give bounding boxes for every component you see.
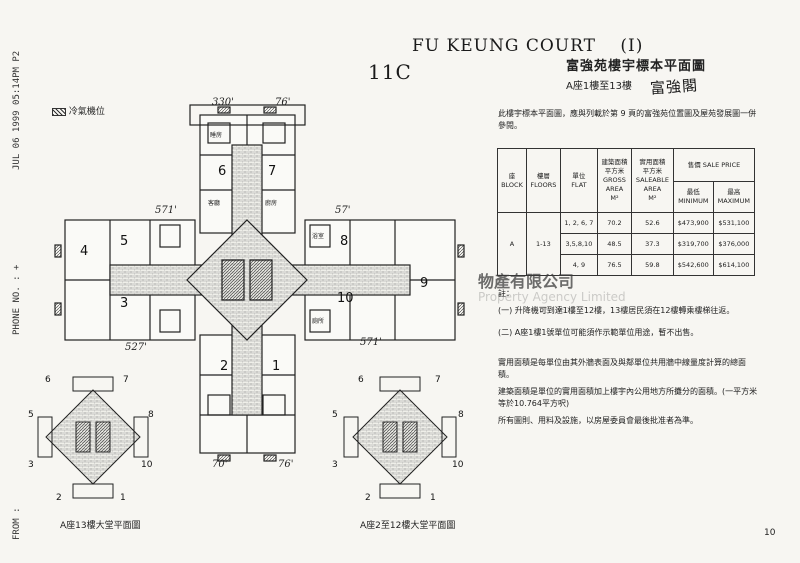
cell-block: A xyxy=(497,212,527,276)
th-block: 座 BLOCK xyxy=(497,148,527,213)
lobby-plan-13f: 6 7 5 8 3 10 2 1 xyxy=(28,375,154,503)
th-min: 最低 MINIMUM xyxy=(672,181,714,213)
note-3: 實用面積是每單位由其外牆表面及與鄰單位共用牆中線量度計算的總面積。 xyxy=(498,358,746,379)
dim-label: 70' xyxy=(212,459,227,470)
flat-number: 6 xyxy=(45,375,51,385)
legend-aircon-label: 冷氣機位 xyxy=(68,107,105,117)
flat-number: 7 xyxy=(123,375,129,385)
flat-number: 3 xyxy=(332,460,338,470)
room-label: 廁所 xyxy=(312,317,324,325)
cell-flat: 1, 2, 6, 7 xyxy=(559,212,599,234)
flat-number: 2 xyxy=(56,493,62,503)
flat-number: 1 xyxy=(430,493,436,503)
flat-number: 5 xyxy=(120,234,128,249)
th-max: 最高 MAXIMUM xyxy=(712,181,756,213)
flat-number: 5 xyxy=(28,410,34,420)
cell-gross: 70.2 xyxy=(597,212,632,234)
caption-13f-lobby: A座13樓大堂平面圖 xyxy=(60,521,141,531)
cell-min: $542,600 xyxy=(672,254,714,276)
dim-label: 571' xyxy=(155,205,177,216)
cell-max: $531,100 xyxy=(712,212,756,234)
fax-from: FROM : xyxy=(12,507,22,540)
watermark-en: Property Agency Limited xyxy=(478,290,626,304)
flat-number: 6 xyxy=(358,375,364,385)
flat-number: 1 xyxy=(272,359,280,374)
watermark-cn: 物產有限公司 xyxy=(478,272,575,291)
note-1: (一) 升降機可到達1樓至12樓，13樓居民須在12樓轉乘樓梯往返。 xyxy=(498,306,735,315)
flat-number: 7 xyxy=(268,164,276,179)
dim-label: 76' xyxy=(275,97,290,108)
table-row: 3,5,8,10 48.5 37.3 $319,700 $376,000 xyxy=(498,233,756,255)
flat-number: 7 xyxy=(435,375,441,385)
estate-name-en: FU KEUNG COURT xyxy=(412,36,596,56)
flat-number: 8 xyxy=(340,234,348,249)
cell-floors: 1-13 xyxy=(525,212,561,276)
cell-min: $473,900 xyxy=(672,212,714,234)
flat-number: 10 xyxy=(141,460,153,470)
cell-max: $376,000 xyxy=(712,233,756,255)
dim-label: 571' xyxy=(360,337,382,348)
estate-numeral: (I) xyxy=(620,36,644,56)
flat-number: 10 xyxy=(452,460,464,470)
cell-gross: 48.5 xyxy=(597,233,632,255)
cell-min: $319,700 xyxy=(672,233,714,255)
watermark-phone: 2555511 xyxy=(540,306,576,315)
flat-number: 8 xyxy=(148,410,154,420)
notes-label: 註： xyxy=(498,289,514,298)
flat-number: 5 xyxy=(332,410,338,420)
room-label: 浴室 xyxy=(312,232,324,240)
dim-label: 76' xyxy=(278,459,293,470)
caption-2-12f-lobby: A座2至12樓大堂平面圖 xyxy=(360,521,456,531)
flat-number: 1 xyxy=(120,493,126,503)
cell-flat: 3,5,8,10 xyxy=(559,233,599,255)
flat-number: 3 xyxy=(28,460,34,470)
note-5: 所有圖則、用料及設施，以房屋委員會最後批准者為準。 xyxy=(498,416,698,425)
cell-gross: 76.5 xyxy=(597,254,632,276)
page-number: 10 xyxy=(764,528,776,538)
flat-number: 4 xyxy=(80,244,88,259)
intro-text: 此樓宇標本平面圖，應與列載於第 9 頁的富強苑位置圖及屋苑發展圖一併參閱。 xyxy=(498,109,757,130)
table-row: 4, 9 76.5 59.8 $542,600 $614,100 xyxy=(498,254,756,276)
th-flat: 單位 FLAT xyxy=(559,148,599,213)
cell-saleable: 52.6 xyxy=(630,212,674,234)
cell-saleable: 59.8 xyxy=(630,254,674,276)
legend-aircon: 冷氣機位 xyxy=(52,104,105,117)
th-price: 售價 SALE PRICE xyxy=(672,148,756,182)
room-label: 廚房 xyxy=(265,199,277,207)
price-table: 座 BLOCK 樓層 FLOORS 單位 FLAT 建築面積 平方米 GROSS… xyxy=(497,148,756,276)
dim-label: 527' xyxy=(125,342,147,353)
room-label: 客廳 xyxy=(208,199,220,207)
cell-max: $614,100 xyxy=(712,254,756,276)
note-2: (二) A座1樓1號單位可能須作示範單位用途，暫不出售。 xyxy=(498,328,699,337)
flat-number: 6 xyxy=(218,164,226,179)
page-title: 富強苑樓宇標本平面圖 xyxy=(566,59,707,74)
fax-phone: PHONE NO. : + xyxy=(12,264,22,335)
th-floors: 樓層 FLOORS xyxy=(525,148,561,213)
page-subtitle: A座1樓至13樓 xyxy=(566,81,632,92)
flat-number: 9 xyxy=(420,276,428,291)
dim-label: 57' xyxy=(335,205,350,216)
floor-plan: 330' 76' 571' 57' 527' 571' 70' 76' 1 2 … xyxy=(54,97,465,470)
flat-number: 2 xyxy=(220,359,228,374)
flat-number: 2 xyxy=(365,493,371,503)
flat-number: 10 xyxy=(337,291,354,306)
lobby-plan-2-12f: 6 7 5 8 3 10 2 1 xyxy=(332,375,464,503)
th-saleable: 實用面積 平方米 SALEABLE AREA M² xyxy=(630,148,674,213)
handwritten-estate-name: FU KEUNG COURT (I) xyxy=(412,36,643,56)
handwritten-side-note: 富強閣 xyxy=(649,76,699,98)
aircon-icon xyxy=(52,107,66,116)
flat-number: 3 xyxy=(120,296,128,311)
flat-number: 8 xyxy=(458,410,464,420)
th-gross: 建築面積 平方米 GROSS AREA M² xyxy=(597,148,632,213)
handwritten-floor-code: 11C xyxy=(368,60,412,84)
dim-label: 330' xyxy=(212,97,234,108)
table-row: A 1-13 1, 2, 6, 7 70.2 52.6 $473,900 $53… xyxy=(497,212,756,276)
room-label: 睡房 xyxy=(210,131,222,139)
cell-saleable: 37.3 xyxy=(630,233,674,255)
cell-flat: 4, 9 xyxy=(559,254,599,276)
notes: 註： (一) 升降機可到達1樓至12樓，13樓居民須在12樓轉乘樓梯往返。 (二… xyxy=(498,288,760,432)
note-4: 建築面積是單位的實用面積加上樓宇內公用地方所攤分的面積。(一平方米等於10.76… xyxy=(498,387,758,408)
fax-timestamp: JUL 06 1999 05:14PM P2 xyxy=(12,50,22,170)
